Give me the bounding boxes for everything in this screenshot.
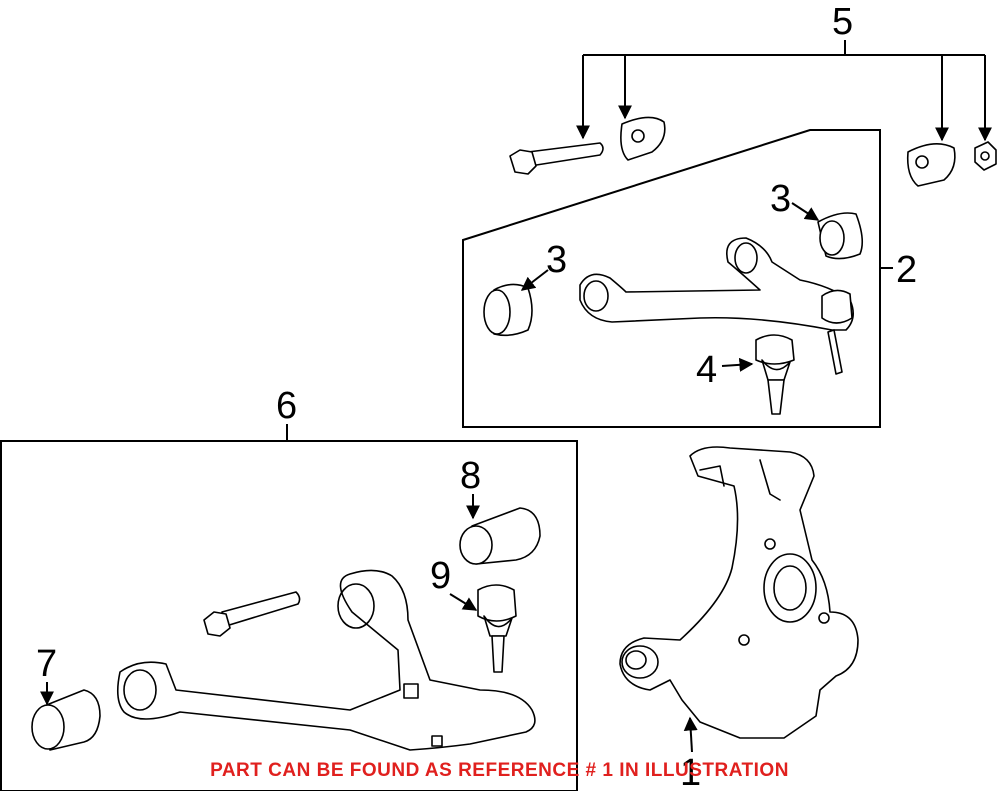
upper-arm-box	[462, 129, 881, 428]
lower-bolt	[203, 591, 301, 637]
reference-notice: PART CAN BE FOUND AS REFERENCE # 1 IN IL…	[210, 760, 789, 781]
callout-3-left: 3	[546, 239, 567, 281]
upper-control-arm	[579, 237, 854, 375]
callout-6: 6	[276, 385, 297, 427]
callout-5: 5	[832, 1, 853, 43]
nut	[974, 141, 997, 171]
callout-4: 4	[696, 349, 717, 391]
steering-knuckle	[619, 446, 859, 739]
lower-bushing-front	[459, 507, 541, 565]
callout-3-upper: 3	[770, 178, 791, 220]
lower-ball-joint	[477, 584, 517, 673]
lower-control-arm	[116, 569, 536, 751]
cam-washer	[906, 143, 956, 187]
upper-bushing	[817, 212, 864, 260]
cam-bolt	[509, 142, 604, 175]
upper-ball-joint	[755, 334, 795, 415]
callout-8: 8	[460, 455, 481, 497]
callout-5-bracket	[576, 40, 992, 142]
callout-2: 2	[896, 249, 917, 291]
cam-washer	[620, 116, 666, 161]
lower-arm-box	[0, 440, 578, 791]
callout-9: 9	[430, 555, 451, 597]
callout-1: 1	[680, 752, 701, 791]
callout-7: 7	[36, 643, 57, 685]
lower-bushing-rear	[31, 689, 101, 751]
upper-bushing	[483, 283, 533, 337]
